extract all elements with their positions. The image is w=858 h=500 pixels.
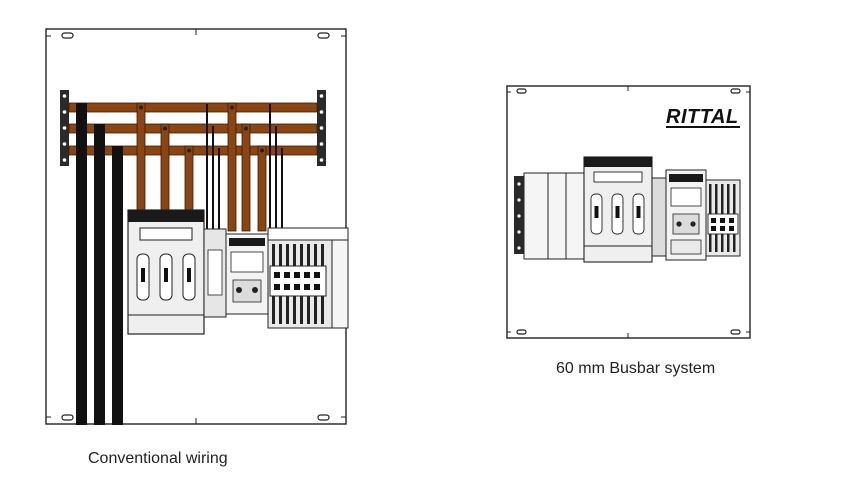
mounting-slots bbox=[516, 88, 741, 335]
brand-logo: RITTAL bbox=[666, 106, 739, 128]
conventional-panel bbox=[45, 28, 349, 425]
incoming-cables bbox=[76, 103, 123, 425]
copper-droppers bbox=[136, 102, 267, 232]
fuse-switch-disconnector bbox=[127, 209, 205, 335]
busbar-system-caption: 60 mm Busbar system bbox=[556, 360, 716, 377]
mounting-slots bbox=[61, 32, 330, 421]
fuse-switch-disconnector bbox=[583, 156, 653, 263]
busbar-supports bbox=[60, 90, 326, 166]
busbar-system-block bbox=[514, 172, 585, 260]
busbar-adapter bbox=[651, 169, 707, 261]
contactor-module bbox=[705, 179, 741, 257]
conventional-wiring-caption: Conventional wiring bbox=[88, 450, 228, 467]
motor-starter bbox=[203, 228, 269, 318]
busbar-system-panel: RITTAL bbox=[506, 85, 751, 339]
control-wires bbox=[206, 104, 283, 232]
contactor-module bbox=[267, 227, 349, 329]
